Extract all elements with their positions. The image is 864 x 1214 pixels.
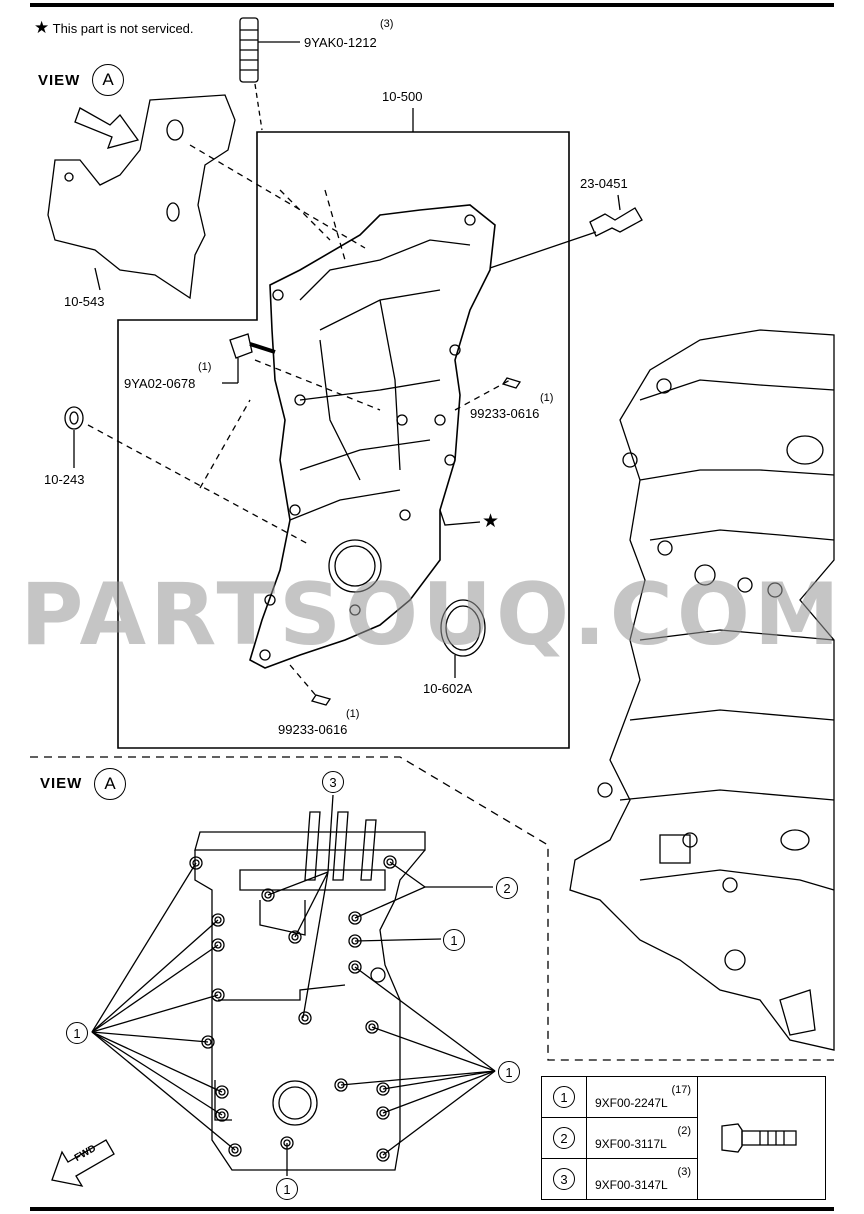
view-word: VIEW [40,775,83,792]
bolt-part-number[interactable]: 9YA02-0678 [124,376,196,391]
view-a-label-bottom: VIEW [40,775,82,792]
legend-num-2: 2 [553,1127,575,1149]
stud-part-number[interactable]: 9YAK0-1212 [304,35,377,50]
marker-2[interactable]: 2 [496,877,518,899]
pin-top-part-number[interactable]: 99233-0616 [470,406,540,421]
note-text: This part is not serviced. [52,21,194,36]
legend-part-number[interactable]: 9XF00-3117L [595,1137,667,1151]
legend-bolt-image [697,1076,826,1200]
legend-qty: (2) [677,1125,691,1137]
star-marker: ★ [482,511,500,532]
bolt-qty: (1) [198,361,212,373]
bracket-part-number[interactable]: 10-543 [64,294,105,309]
small-seal-part-number[interactable]: 10-243 [44,472,85,487]
not-serviced-note: ★ This part is not serviced. [34,18,194,38]
view-a-label-top: VIEW [38,72,80,89]
pin-bottom-part-number[interactable]: 99233-0616 [278,722,348,737]
legend-qty: (3) [677,1166,691,1178]
large-seal-part-number[interactable]: 10-602A [423,681,473,696]
watermark: PARTSOUQ.COM [20,565,844,665]
marker-1-right[interactable]: 1 [498,1061,520,1083]
legend-num-1: 1 [553,1086,575,1108]
legend-row: 3 (3) 9XF00-3147L [541,1158,826,1200]
marker-3[interactable]: 3 [322,771,344,793]
legend-num-3: 3 [553,1168,575,1190]
marker-1-left[interactable]: 1 [66,1022,88,1044]
legend-row: 2 (2) 9XF00-3117L [541,1117,826,1159]
star-icon: ★ [34,18,50,37]
marker-1-upper-right[interactable]: 1 [443,929,465,951]
cover-assembly-number[interactable]: 10-500 [382,89,423,104]
pin-bottom-qty: (1) [346,708,360,720]
stud-qty: (3) [380,18,394,30]
view-word: VIEW [38,72,81,89]
marker-1-bottom[interactable]: 1 [276,1178,298,1200]
view-a-circle-bottom: A [94,768,126,800]
gauge-part-number[interactable]: 23-0451 [580,176,628,191]
legend-part-number[interactable]: 9XF00-2247L [595,1096,668,1110]
legend-row: 1 (17) 9XF00-2247L [541,1076,826,1200]
legend-qty: (17) [671,1084,691,1096]
legend-part-number[interactable]: 9XF00-3147L [595,1178,668,1192]
fastener-legend-table: 1 (17) 9XF00-2247L 2 (2) 9XF00-3117L 3 (… [541,1076,826,1200]
pin-top-qty: (1) [540,392,554,404]
view-a-circle-top: A [92,64,124,96]
